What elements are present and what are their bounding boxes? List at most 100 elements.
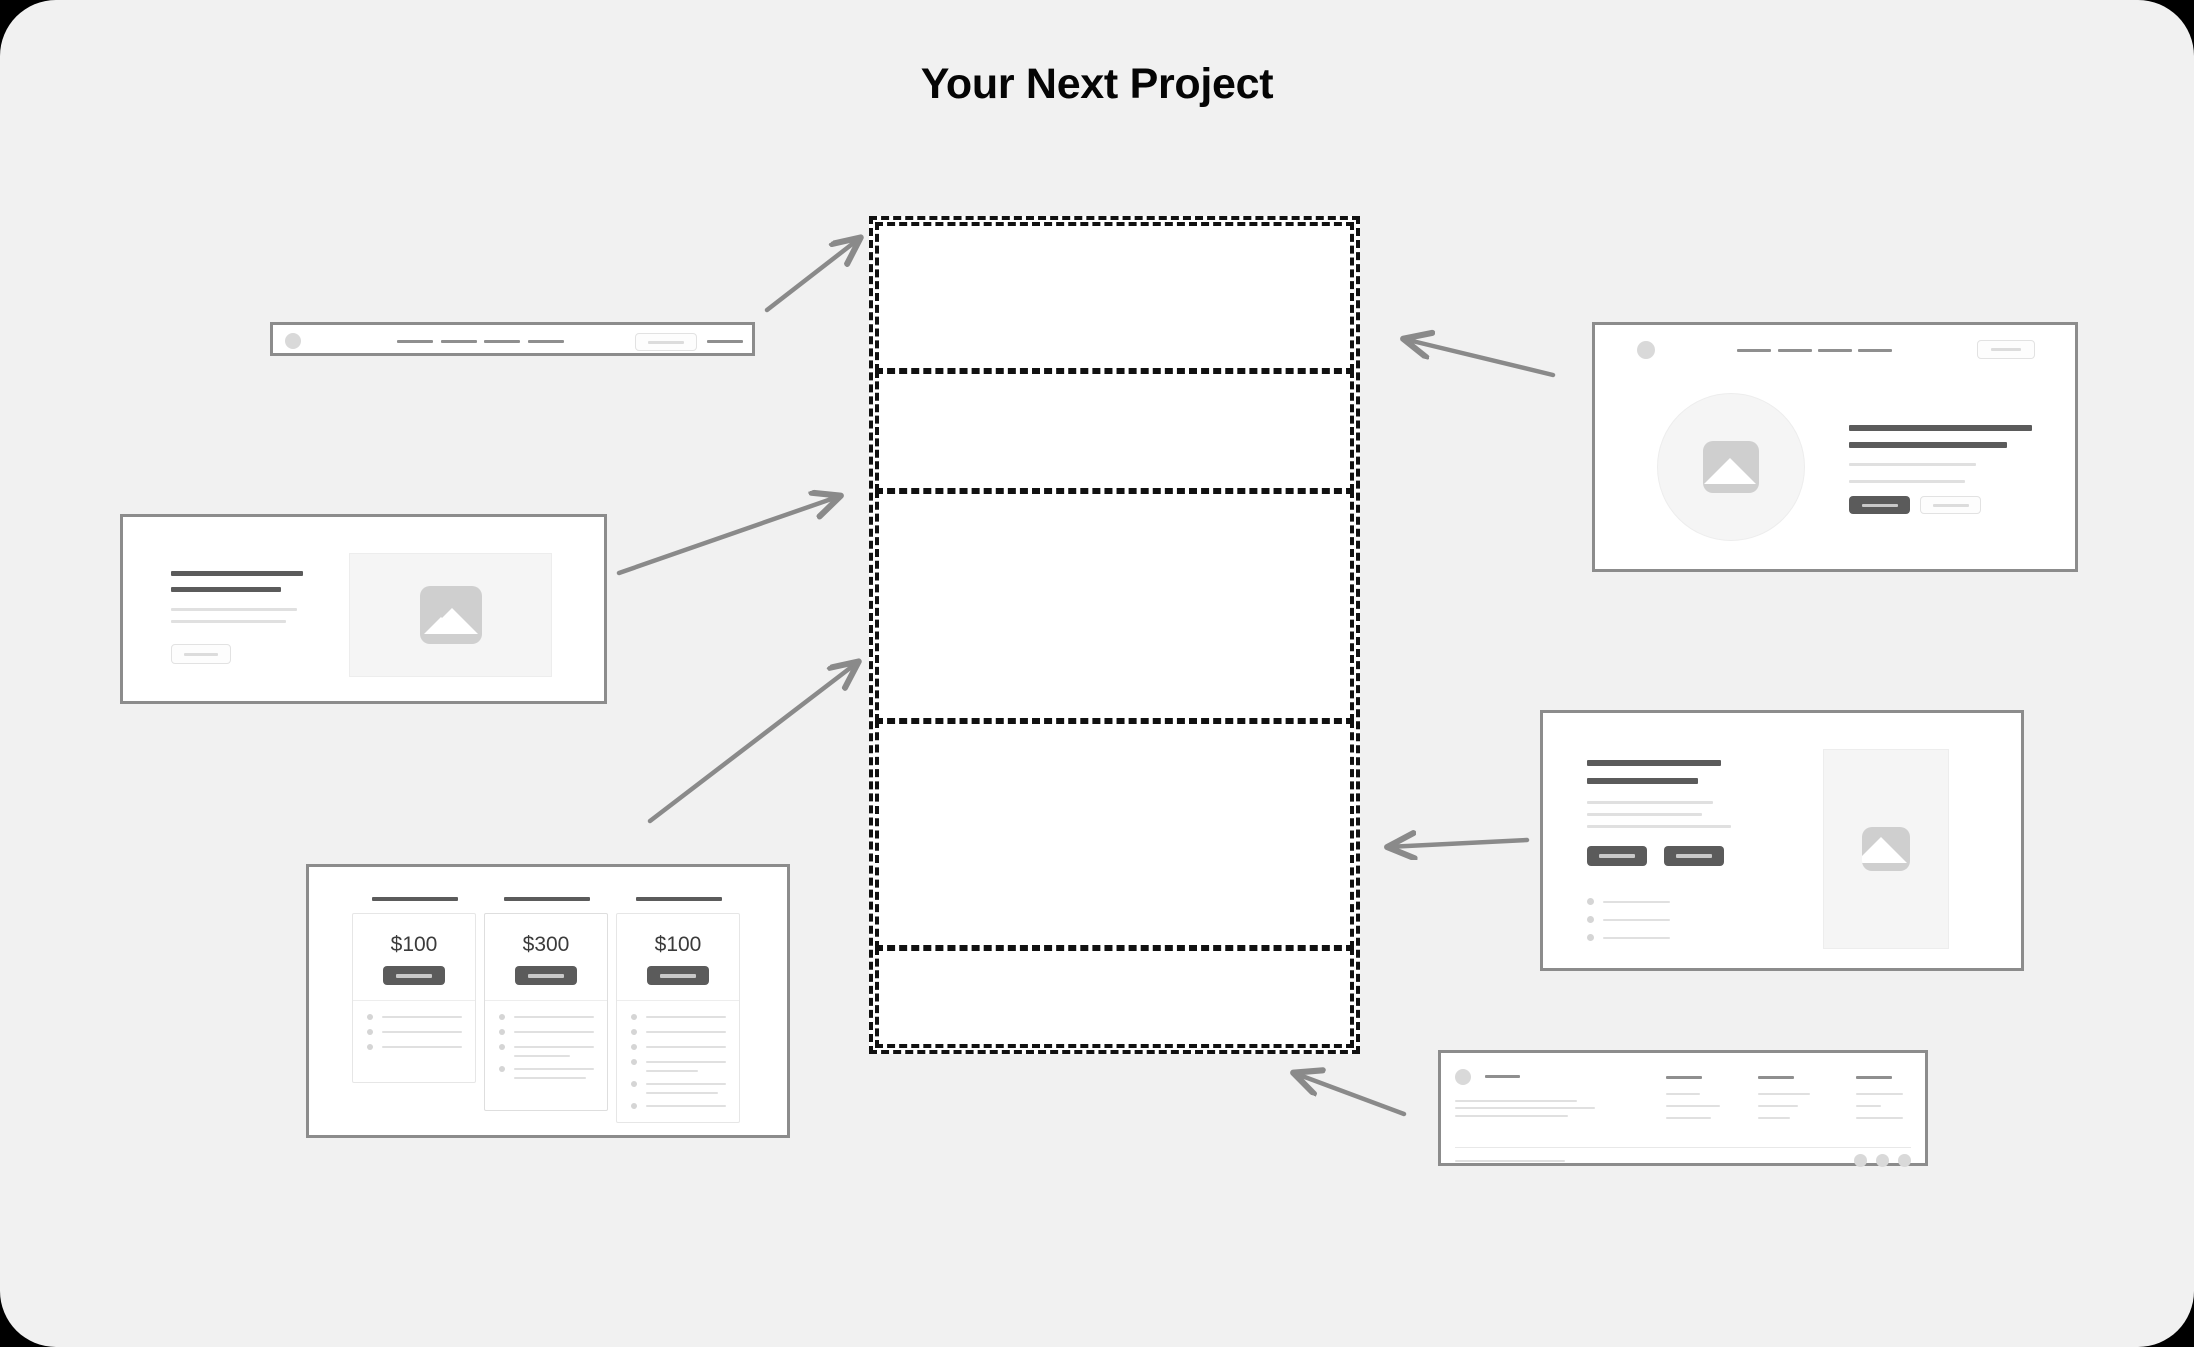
arrow-pricing-to-dropzone: [647, 662, 858, 824]
feature-list-item: [1587, 916, 1670, 923]
pricing-column-header: [504, 897, 590, 901]
pricing-column-header: [372, 897, 458, 901]
pricing-card[interactable]: $100: [352, 913, 476, 1083]
hero-cta-button[interactable]: [171, 644, 231, 664]
hero-heading-line: [171, 587, 281, 592]
nav-link[interactable]: [484, 340, 520, 343]
footer-social-row: [1854, 1154, 1911, 1167]
footer-column-header: [1666, 1076, 1702, 1079]
hero-heading-line: [1849, 442, 2007, 448]
dropzone-slot[interactable]: [875, 222, 1354, 372]
pricing-price: $100: [390, 933, 438, 956]
navbar-cta-button[interactable]: [1977, 340, 2035, 359]
footer-link-column: [1666, 1076, 1720, 1119]
pricing-cta-button[interactable]: [647, 966, 709, 985]
hero-body-line: [171, 608, 297, 611]
footer-link[interactable]: [1758, 1093, 1810, 1095]
footer-wireframe[interactable]: [1438, 1050, 1928, 1167]
feature-wireframe[interactable]: [1540, 710, 2024, 971]
footer-column-header: [1856, 1076, 1892, 1079]
nav-link[interactable]: [1737, 349, 1771, 352]
dropzone-slot[interactable]: [875, 490, 1354, 722]
hero-secondary-button[interactable]: [1920, 496, 1981, 514]
nav-link[interactable]: [441, 340, 477, 343]
hero-heading-line: [1849, 425, 2032, 431]
pricing-feature: [631, 1044, 729, 1050]
hero-body-line: [1849, 463, 1976, 466]
pricing-feature: [499, 1029, 597, 1035]
footer-description-line: [1455, 1107, 1595, 1109]
logo-dot: [285, 333, 301, 349]
pricing-feature: [367, 1044, 465, 1050]
dropzone-slot[interactable]: [875, 720, 1354, 949]
feature-heading-line: [1587, 778, 1698, 784]
navbar-wireframe[interactable]: [270, 322, 755, 356]
footer-link[interactable]: [1666, 1105, 1720, 1107]
hero-primary-button[interactable]: [1849, 496, 1910, 514]
feature-body-line: [1587, 801, 1713, 804]
image-icon: [419, 586, 482, 644]
nav-link[interactable]: [397, 340, 433, 343]
hero-image-circle: [1657, 393, 1805, 541]
page-builder-dropzone[interactable]: [869, 216, 1360, 1054]
footer-description-line: [1455, 1100, 1577, 1102]
hero-body-line: [171, 620, 286, 623]
arrow-hero-to-dropzone: [616, 496, 840, 576]
footer-link[interactable]: [1758, 1105, 1798, 1107]
footer-link-column: [1856, 1076, 1903, 1119]
pricing-feature: [367, 1014, 465, 1020]
pricing-price: $300: [522, 933, 570, 956]
footer-link[interactable]: [1856, 1093, 1903, 1095]
feature-list-item: [1587, 934, 1670, 941]
pricing-column-header: [636, 897, 722, 901]
feature-list-item: [1587, 898, 1670, 905]
dropzone-slot[interactable]: [875, 370, 1354, 492]
pricing-feature: [631, 1103, 729, 1109]
arrow-navbar-to-dropzone: [764, 238, 860, 313]
pricing-cta-button[interactable]: [383, 966, 445, 985]
footer-link[interactable]: [1758, 1117, 1790, 1119]
pricing-card[interactable]: $100: [616, 913, 740, 1123]
nav-link[interactable]: [528, 340, 564, 343]
footer-brand: [1485, 1075, 1520, 1078]
page-title: Your Next Project: [920, 60, 1274, 108]
feature-body-line: [1587, 825, 1731, 828]
nav-link[interactable]: [1818, 349, 1852, 352]
navbar-cta-button[interactable]: [635, 333, 697, 351]
pricing-feature: [499, 1014, 597, 1020]
footer-column-header: [1758, 1076, 1794, 1079]
feature-primary-button[interactable]: [1587, 846, 1647, 866]
nav-link[interactable]: [1778, 349, 1812, 352]
pricing-feature: [631, 1029, 729, 1035]
pricing-wireframe[interactable]: $100 $300: [306, 864, 790, 1138]
footer-description-line: [1455, 1115, 1568, 1117]
footer-link[interactable]: [1856, 1105, 1881, 1107]
arrow-footer-to-dropzone: [1294, 1073, 1407, 1117]
nav-link[interactable]: [1858, 349, 1892, 352]
footer-copyright: [1455, 1160, 1565, 1162]
hero-body-line: [1849, 480, 1965, 483]
pricing-feature: [499, 1066, 597, 1072]
feature-heading-line: [1587, 760, 1721, 766]
footer-link[interactable]: [1856, 1117, 1903, 1119]
social-dot-icon[interactable]: [1876, 1154, 1889, 1167]
footer-link[interactable]: [1666, 1117, 1711, 1119]
pricing-feature: [631, 1081, 729, 1087]
dropzone-slot[interactable]: [875, 947, 1354, 1048]
hero-heading-line: [171, 571, 303, 576]
footer-link-column: [1758, 1076, 1810, 1119]
pricing-card-featured[interactable]: $300: [484, 913, 608, 1111]
pricing-cta-button[interactable]: [515, 966, 577, 985]
social-dot-icon[interactable]: [1898, 1154, 1911, 1167]
footer-link[interactable]: [1666, 1093, 1700, 1095]
feature-image-placeholder: [1823, 749, 1949, 949]
image-icon: [1703, 441, 1759, 493]
logo-dot: [1637, 341, 1655, 359]
hero-circle-wireframe[interactable]: [1592, 322, 2078, 572]
navbar-trailing-link[interactable]: [707, 340, 743, 343]
pricing-feature: [631, 1059, 729, 1065]
hero-wireframe[interactable]: [120, 514, 607, 704]
social-dot-icon[interactable]: [1854, 1154, 1867, 1167]
feature-secondary-button[interactable]: [1664, 846, 1724, 866]
